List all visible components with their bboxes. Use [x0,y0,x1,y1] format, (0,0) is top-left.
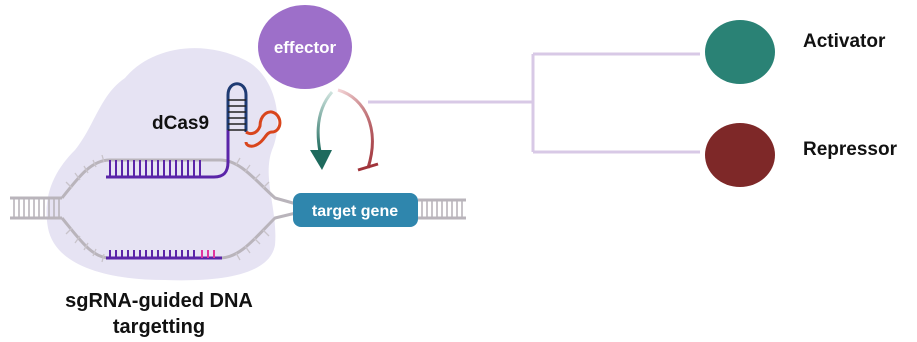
dcas9-label: dCas9 [152,113,209,134]
effector-label: effector [274,38,337,57]
dna-bubble-ticks [65,154,270,263]
effector-node: effector [258,5,352,89]
repression-bar [357,162,379,172]
target-gene-box: target gene [293,193,418,227]
dcas9-complex-blob [46,48,278,281]
caption-line-2: targetting [113,316,205,338]
activation-arrow [316,91,334,153]
legend-repressor: Repressor [705,123,898,187]
legend-activator: Activator [705,20,886,84]
legend-bracket [368,52,700,154]
repressor-label: Repressor [803,139,898,160]
activator-swatch [705,20,775,84]
activator-label: Activator [803,31,886,52]
sgrna-hairpin [226,82,282,148]
caption-line-1: sgRNA-guided DNA [65,290,253,312]
target-strand-pam [106,250,222,260]
repressor-swatch [705,123,775,187]
sgrna-spacer [106,130,230,179]
dna-left-segment [10,196,62,220]
repression-arrow [337,88,374,169]
dna-right-segment [418,198,466,220]
activation-arrowhead [310,150,332,170]
target-gene-label: target gene [312,203,398,220]
